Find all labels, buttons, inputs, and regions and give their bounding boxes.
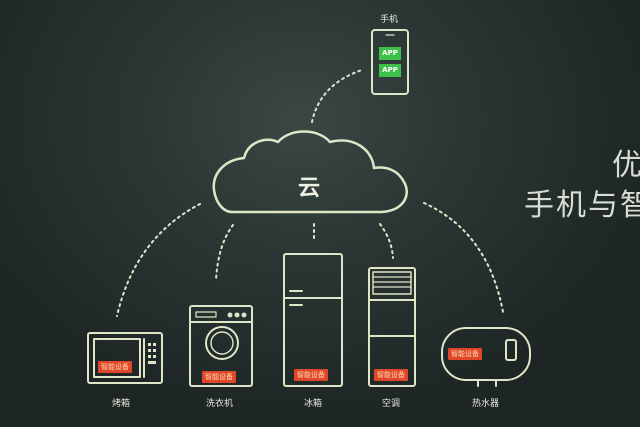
ac-icon [368, 267, 416, 387]
slide-title-line2: 手机与智 [524, 188, 640, 223]
fridge-badge: 智能设备 [294, 369, 328, 381]
fridge-label: 冰箱 [304, 399, 323, 409]
heater-badge: 智能设备 [448, 348, 482, 360]
connector-phone-cloud [311, 69, 363, 123]
ac-label: 空调 [382, 399, 401, 409]
heater-label: 热水器 [472, 399, 500, 409]
ac-badge: 智能设备 [374, 369, 408, 381]
connector-cloud-washer [215, 224, 234, 281]
slide-title-line1: 优 [612, 148, 640, 183]
connector-cloud-heater [423, 202, 504, 313]
washer-label: 洗衣机 [206, 399, 234, 409]
washer-badge: 智能设备 [202, 371, 236, 383]
washer-icon [189, 305, 253, 387]
fridge-icon [283, 253, 343, 387]
cloud-label: 云 [298, 176, 321, 201]
water-heater-icon [441, 327, 531, 387]
app-button-2: APP [379, 64, 401, 77]
phone-label: 手机 [380, 15, 399, 25]
phone-icon [371, 29, 409, 95]
oven-icon [87, 332, 163, 384]
connector-cloud-oven [116, 203, 201, 317]
oven-label: 烤箱 [112, 399, 131, 409]
app-button-1: APP [379, 47, 401, 60]
connector-cloud-ac [379, 223, 394, 259]
cloud-shape [212, 130, 408, 214]
oven-badge: 智能设备 [98, 361, 132, 373]
